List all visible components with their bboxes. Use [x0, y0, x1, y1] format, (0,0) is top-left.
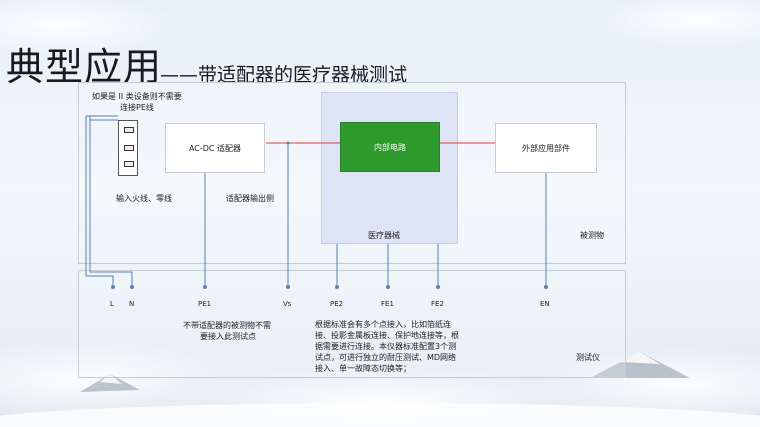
- terminal-label-fe2: FE2: [431, 300, 444, 308]
- power-plug-icon: [118, 120, 138, 176]
- standard-note-line: 据需要进行连接。本仪器标准配置3个测: [315, 342, 457, 351]
- standard-note-line: 接、投影金属板连接、保护地连接等，根: [315, 331, 459, 340]
- terminal-label-fe1: FE1: [381, 300, 394, 308]
- no-adapter-note-line2: 要接入此测试点: [200, 332, 256, 341]
- internal-circuit-block: 内部电路: [340, 122, 440, 172]
- terminal-label-en: EN: [540, 300, 550, 308]
- adapter-output-label: 适配器输出侧: [226, 194, 274, 203]
- medical-device-label: 医疗器械: [368, 231, 400, 240]
- terminal-label-n: N: [129, 300, 135, 308]
- internal-circuit-label: 内部电路: [374, 142, 406, 152]
- standard-note-line: 试点，可进行独立的耐压测试、MD网络: [315, 353, 457, 362]
- page-subtitle: ——带适配器的医疗器械测试: [160, 64, 408, 86]
- adapter-block: AC-DC 适配器: [165, 123, 265, 173]
- external-part-block: 外部应用部件: [495, 123, 597, 173]
- terminal-label-pe2: PE2: [330, 300, 344, 308]
- terminal-label-l: L: [110, 300, 114, 308]
- pe-note-line1: 如果是 II 类设备则不需要: [92, 92, 182, 101]
- adapter-label: AC-DC 适配器: [188, 143, 242, 153]
- standard-note: 根据标准会有多个点接入，比如箔纸连 接、投影金属板连接、保护地连接等，根 据需要…: [315, 319, 459, 374]
- dut-label: 被测物: [580, 231, 604, 240]
- input-wires-label: 输入火线、零线: [116, 194, 172, 203]
- standard-note-line: 接入、单一故障态切换等；: [315, 364, 411, 373]
- pe-note-line2: 连接PE线: [120, 103, 154, 112]
- terminal-label-vs: Vs: [283, 300, 292, 308]
- tester-frame: [78, 270, 626, 378]
- tester-label: 测试仪: [576, 353, 600, 362]
- page-title: 典型应用: [6, 45, 163, 89]
- terminal-label-pe1: PE1: [198, 300, 212, 308]
- no-adapter-note-line1: 不带适配器的被测物不需: [183, 321, 271, 330]
- external-part-label: 外部应用部件: [522, 143, 570, 153]
- standard-note-line: 根据标准会有多个点接入，比如箔纸连: [315, 320, 451, 329]
